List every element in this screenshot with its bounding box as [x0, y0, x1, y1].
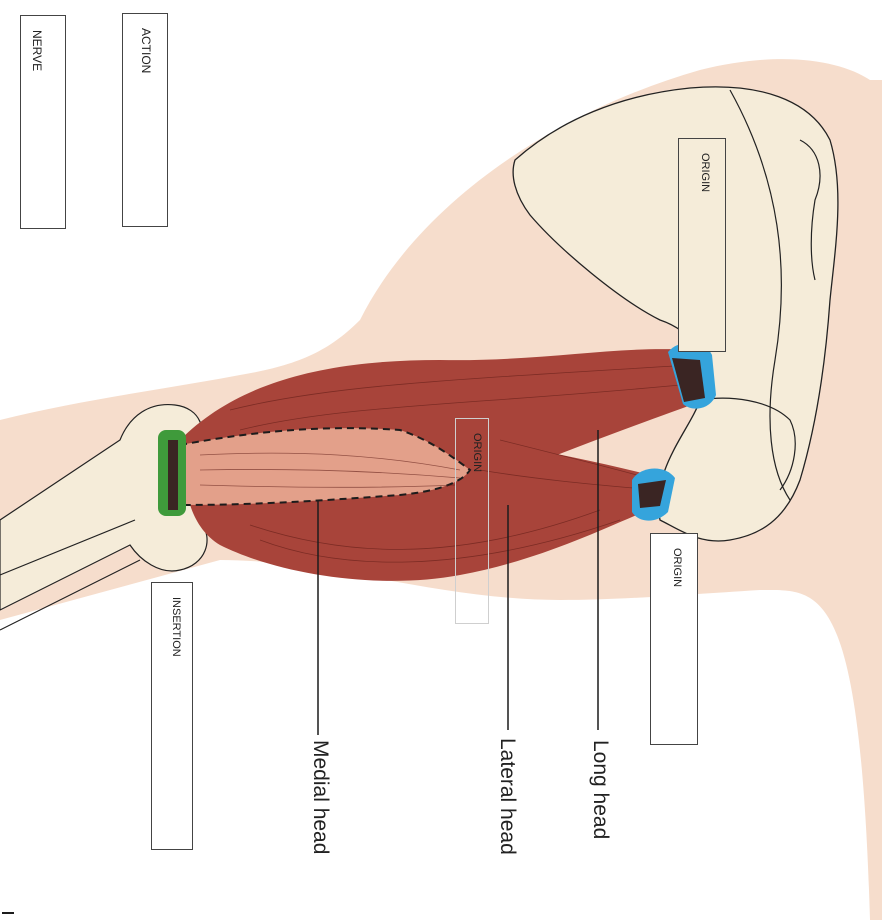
origin-lower-box[interactable]: ORIGIN	[650, 533, 698, 745]
insertion-tendon	[168, 440, 178, 510]
insertion-label: INSERTION	[170, 597, 182, 657]
nerve-label-box[interactable]: NERVE	[20, 15, 66, 229]
lateral-head-label: Lateral head	[495, 738, 519, 855]
origin-lower-label: ORIGIN	[671, 548, 683, 587]
action-label-box[interactable]: ACTION	[122, 13, 168, 227]
origin-scapula-label: ORIGIN	[699, 153, 711, 192]
origin-middle-box[interactable]: ORIGIN	[455, 418, 489, 624]
origin-middle-label: ORIGIN	[471, 433, 483, 472]
action-label: ACTION	[139, 28, 153, 73]
nerve-label: NERVE	[30, 30, 44, 71]
long-head-label: Long head	[588, 740, 612, 839]
origin-scapula-box[interactable]: ORIGIN	[678, 138, 726, 352]
medial-head-label: Medial head	[308, 740, 332, 854]
insertion-box[interactable]: INSERTION	[151, 582, 193, 850]
